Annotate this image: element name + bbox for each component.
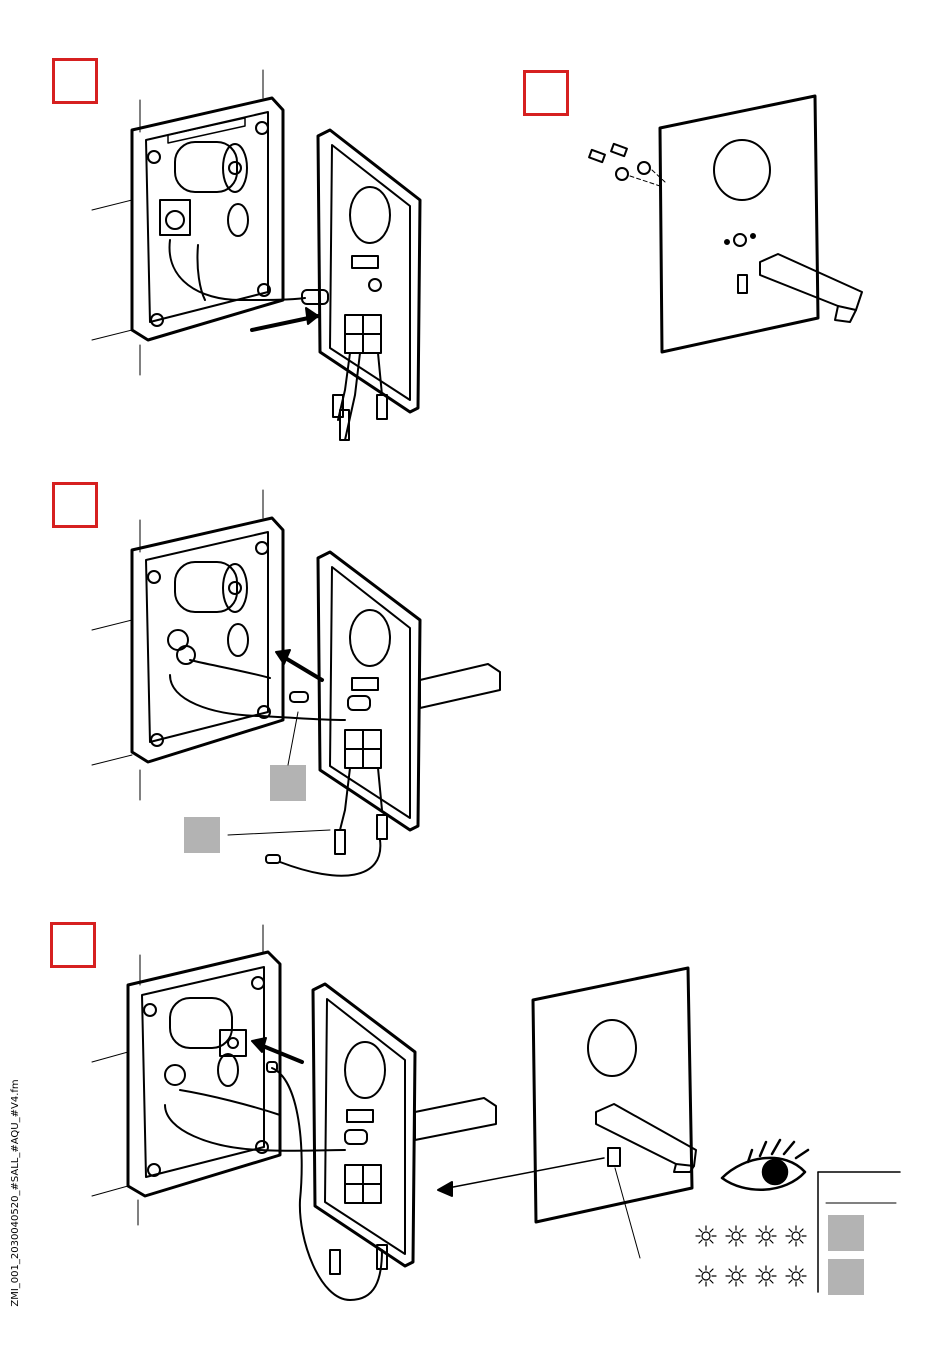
step-3-illustration: [92, 490, 500, 876]
eye-icon: [722, 1140, 808, 1190]
screw-icon: [589, 144, 627, 162]
step-4-illustration: [92, 925, 900, 1300]
led-flash-icon: [696, 1226, 806, 1286]
step-2-illustration: [589, 96, 862, 352]
file-label: ZMI_001_2030040520_#SALL_#AQU_#V4.fm: [10, 1048, 24, 1338]
step-1-illustration: [92, 70, 420, 440]
